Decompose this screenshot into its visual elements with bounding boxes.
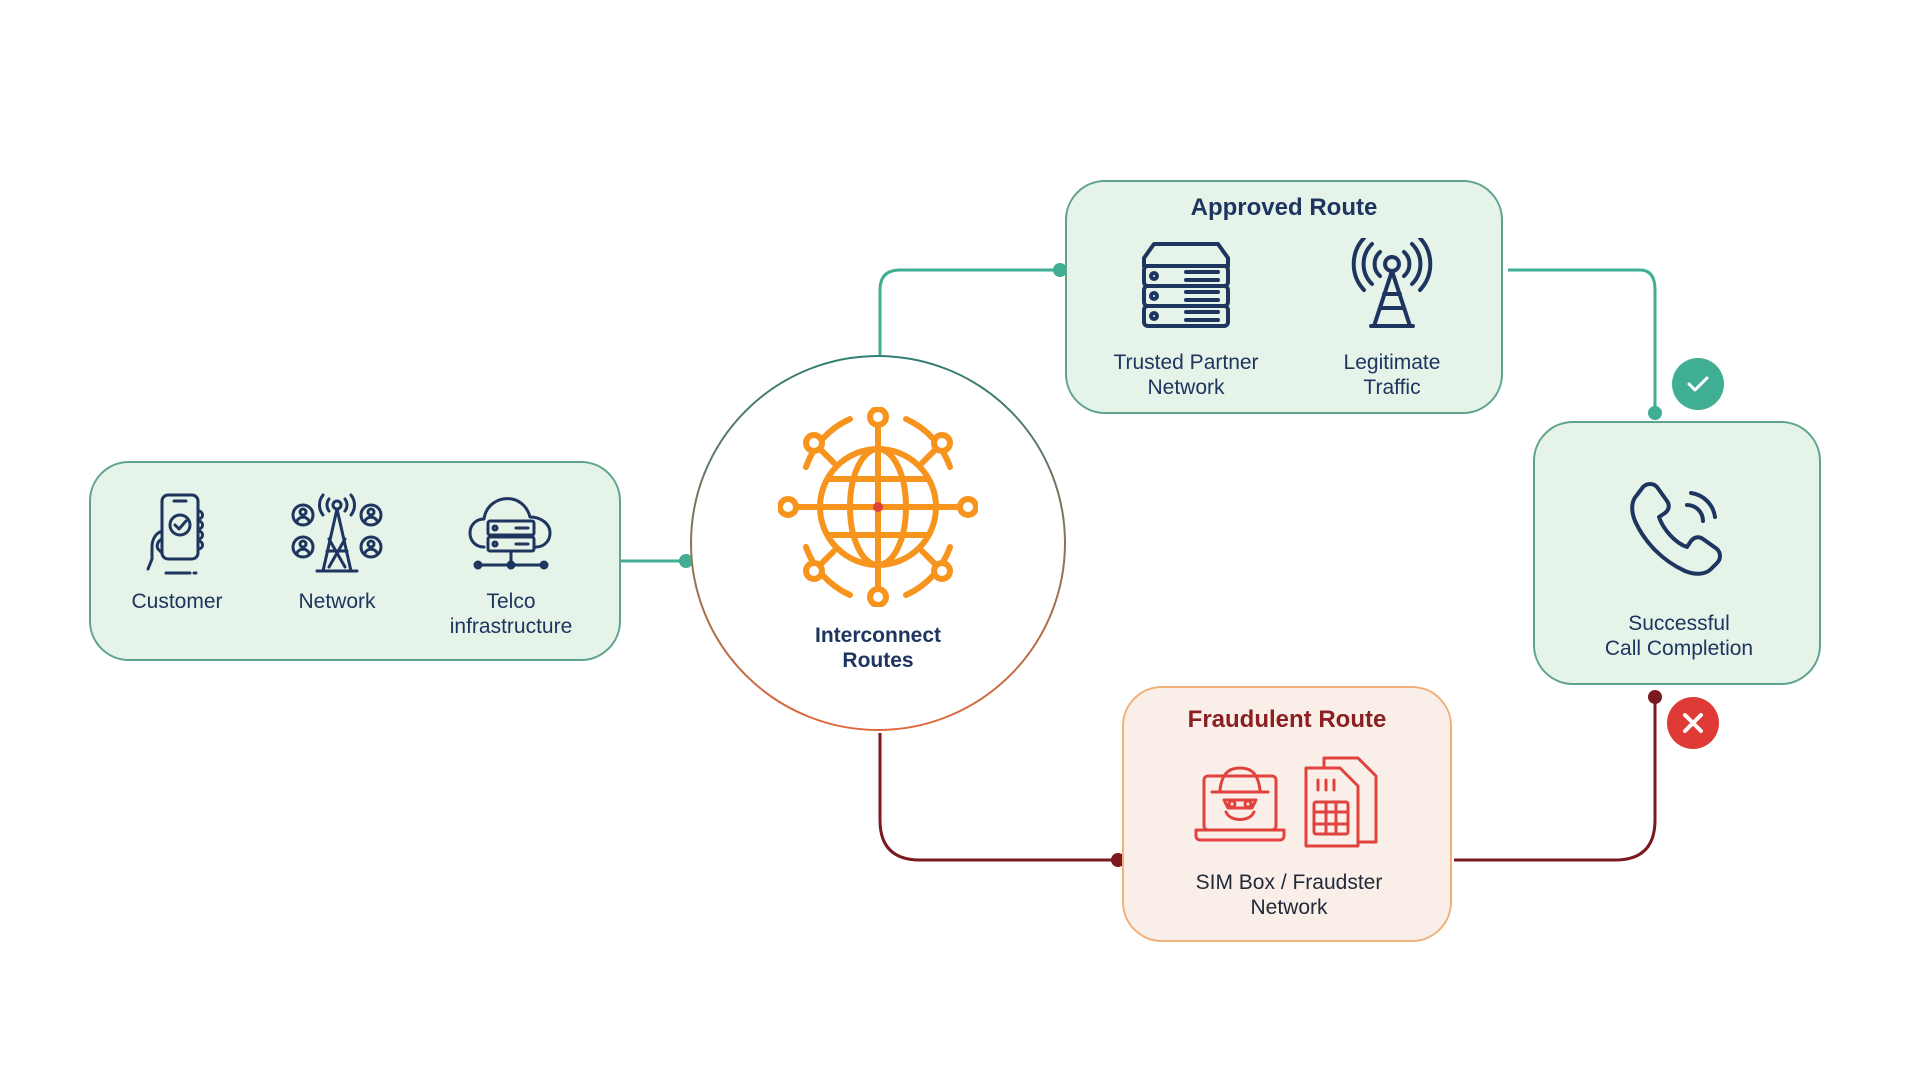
cloud-server-icon — [468, 497, 552, 570]
interconnect-hub: Interconnect Routes — [690, 355, 1066, 731]
fraudulent-route-title: Fraudulent Route — [1187, 706, 1387, 733]
destination-top-dot — [1648, 406, 1662, 420]
source-panel: Customer Network — [89, 461, 621, 661]
trusted-partner-item: Trusted Partner Network — [1101, 238, 1271, 400]
telco-infrastructure-label: Telco infrastructure — [449, 590, 573, 638]
customer-item: Customer — [117, 491, 237, 614]
sim-box-label: SIM Box / Fraudster Network — [1195, 871, 1383, 919]
source-connector-dot — [679, 554, 693, 568]
legitimate-traffic-item: Legitimate Traffic — [1317, 238, 1467, 400]
globe-network-icon — [778, 407, 978, 607]
hacker-laptop-icon — [1194, 766, 1286, 842]
approved-route-panel: Approved Route Trusted Partner Network L… — [1065, 180, 1503, 414]
fraud-to-destination-line — [1454, 698, 1657, 862]
customer-label: Customer — [131, 590, 223, 613]
hub-ring — [690, 355, 1066, 731]
network-label: Network — [298, 590, 376, 613]
cell-tower-users-icon — [291, 493, 383, 573]
cross-icon — [1683, 713, 1703, 733]
trusted-partner-label: Trusted Partner Network — [1113, 351, 1259, 399]
check-icon — [1687, 376, 1709, 392]
sim-box-item: SIM Box / Fraudster Network — [1124, 870, 1454, 920]
approved-connector-dot — [1053, 263, 1067, 277]
network-item: Network — [277, 491, 397, 614]
successful-call-label: Successful Call Completion — [1604, 612, 1754, 660]
telco-infrastructure-item: Telco infrastructure — [431, 491, 591, 639]
phone-call-icon — [1630, 482, 1722, 576]
hub-to-fraud-line — [878, 733, 1116, 862]
legitimate-traffic-label: Legitimate Traffic — [1343, 351, 1441, 399]
approved-status-badge — [1672, 358, 1724, 410]
radio-tower-icon — [1351, 238, 1433, 328]
fraud-connector-dot — [1111, 853, 1125, 867]
smartphone-check-icon — [146, 493, 204, 575]
approved-to-destination-line — [1508, 268, 1657, 413]
hub-label: Interconnect Routes — [814, 624, 942, 672]
destination-bottom-dot — [1648, 690, 1662, 704]
successful-call-item: Successful Call Completion — [1535, 611, 1823, 661]
sim-card-icon — [1304, 756, 1378, 848]
hub-to-approved-line — [878, 268, 1058, 356]
fraudulent-status-badge — [1667, 697, 1719, 749]
fraudulent-route-panel: Fraudulent Route SIM Box / Fraudster Net… — [1122, 686, 1452, 942]
destination-panel: Successful Call Completion — [1533, 421, 1821, 685]
approved-route-title: Approved Route — [1190, 194, 1378, 221]
server-stack-icon — [1142, 242, 1230, 328]
